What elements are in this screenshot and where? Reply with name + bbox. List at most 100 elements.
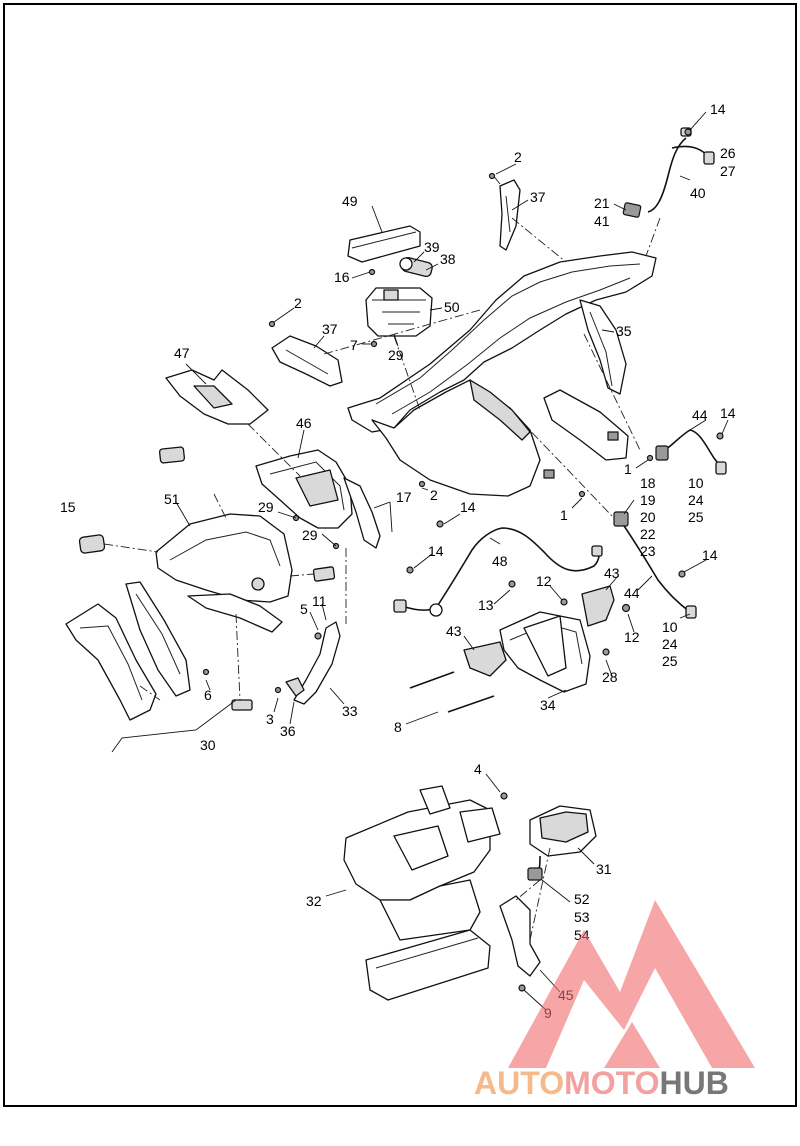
callout-30: 30	[200, 737, 216, 753]
part-pad-upper	[158, 446, 186, 464]
callout-14: 14	[460, 499, 476, 515]
callout-46: 46	[296, 415, 312, 431]
callout-27: 27	[720, 163, 736, 179]
callout-47: 47	[174, 345, 190, 361]
part-wire-44-upper	[655, 429, 727, 475]
callout-14: 14	[702, 547, 718, 563]
part-panel-right	[543, 389, 629, 479]
callout-17: 17	[396, 489, 412, 505]
callout-51: 51	[164, 491, 180, 507]
callout-41: 41	[594, 213, 610, 229]
watermark-auto: AUTO	[474, 1065, 564, 1101]
callout-29: 29	[258, 499, 274, 515]
part-bracket-33	[293, 621, 341, 705]
part-connector-38-39	[399, 256, 433, 278]
callout-38: 38	[440, 251, 456, 267]
callout-43: 43	[604, 565, 620, 581]
watermark-hub: HUB	[659, 1065, 728, 1101]
callout-53: 53	[574, 909, 590, 925]
callout-6: 6	[204, 687, 212, 703]
callout-22: 22	[640, 526, 656, 542]
part-wire-harness-40	[622, 127, 715, 218]
part-clip-36	[285, 677, 305, 697]
callout-2: 2	[430, 487, 438, 503]
part-bracket-17	[343, 477, 381, 549]
callout-33: 33	[342, 703, 358, 719]
part-side-fairing-51	[155, 513, 293, 633]
callout-2: 2	[514, 149, 522, 165]
callout-40: 40	[690, 185, 706, 201]
callout-44: 44	[692, 407, 708, 423]
callout-28: 28	[602, 669, 618, 685]
callout-4: 4	[474, 761, 482, 777]
callout-13: 13	[478, 597, 494, 613]
callout-25: 25	[662, 653, 678, 669]
callout-15: 15	[60, 499, 76, 515]
callout-34: 34	[540, 697, 556, 713]
callout-20: 20	[640, 509, 656, 525]
watermark-moto: MOTO	[564, 1065, 659, 1101]
part-bracket-37-upper	[491, 173, 521, 251]
callout-29: 29	[388, 347, 404, 363]
hardware-fasteners	[202, 128, 724, 992]
part-wire-48	[393, 527, 603, 617]
part-bracket-43-left	[463, 641, 507, 677]
callout-29: 29	[302, 527, 318, 543]
callout-52: 52	[574, 891, 590, 907]
diagram-frame	[3, 3, 797, 1107]
part-wire-44-lower	[613, 511, 697, 619]
part-bracket-43-right	[581, 585, 615, 627]
part-pad-lower	[231, 699, 253, 711]
callout-2: 2	[294, 295, 302, 311]
callout-labels: 14 26 27 40 21 41 2 37 49 39 38 16 50 2 …	[60, 101, 736, 1021]
callout-14: 14	[720, 405, 736, 421]
part-bolt-8-lower	[447, 695, 495, 713]
callout-12: 12	[624, 629, 640, 645]
assembly-dashed-lines	[103, 217, 661, 941]
callout-19: 19	[640, 492, 656, 508]
callout-31: 31	[596, 861, 612, 877]
callout-16: 16	[334, 269, 350, 285]
part-bolt-8-upper	[409, 671, 455, 689]
callout-8: 8	[394, 719, 402, 735]
callout-1: 1	[624, 461, 632, 477]
callout-37: 37	[322, 321, 338, 337]
callout-7: 7	[350, 337, 358, 353]
callout-39: 39	[424, 239, 440, 255]
callout-11: 11	[312, 593, 327, 609]
part-support-frame-32	[343, 785, 501, 1001]
part-cover-47	[165, 369, 269, 425]
callout-24: 24	[688, 492, 704, 508]
callout-48: 48	[492, 553, 508, 569]
callout-44: 44	[624, 585, 640, 601]
part-module-50	[365, 287, 433, 337]
part-pad-11	[312, 566, 336, 582]
callout-14: 14	[428, 543, 444, 559]
part-module-31	[527, 805, 597, 881]
callout-37: 37	[530, 189, 546, 205]
watermark-text: AUTOMOTOHUB	[474, 1065, 729, 1101]
callout-5: 5	[300, 601, 308, 617]
part-pad-15	[78, 534, 106, 554]
watermark-logo: AUTOMOTOHUB	[474, 900, 755, 1101]
callout-43: 43	[446, 623, 462, 639]
watermark-triangle-icon	[508, 900, 755, 1068]
part-inner-panel-46	[255, 449, 353, 529]
part-bracket-45	[499, 895, 541, 977]
callout-10: 10	[662, 619, 678, 635]
part-lower-fairing-30	[65, 581, 191, 721]
callout-1: 1	[560, 507, 568, 523]
part-bracket-37-lower	[271, 335, 343, 387]
callout-23: 23	[640, 543, 656, 559]
callout-25: 25	[688, 509, 704, 525]
callout-32: 32	[306, 893, 322, 909]
callout-3: 3	[266, 711, 274, 727]
callout-35: 35	[616, 323, 632, 339]
callout-10: 10	[688, 475, 704, 491]
callout-49: 49	[342, 193, 358, 209]
callout-21: 21	[594, 195, 610, 211]
callout-50: 50	[444, 299, 460, 315]
part-cover-49	[347, 225, 421, 263]
part-fairing-frame-35	[347, 251, 657, 497]
